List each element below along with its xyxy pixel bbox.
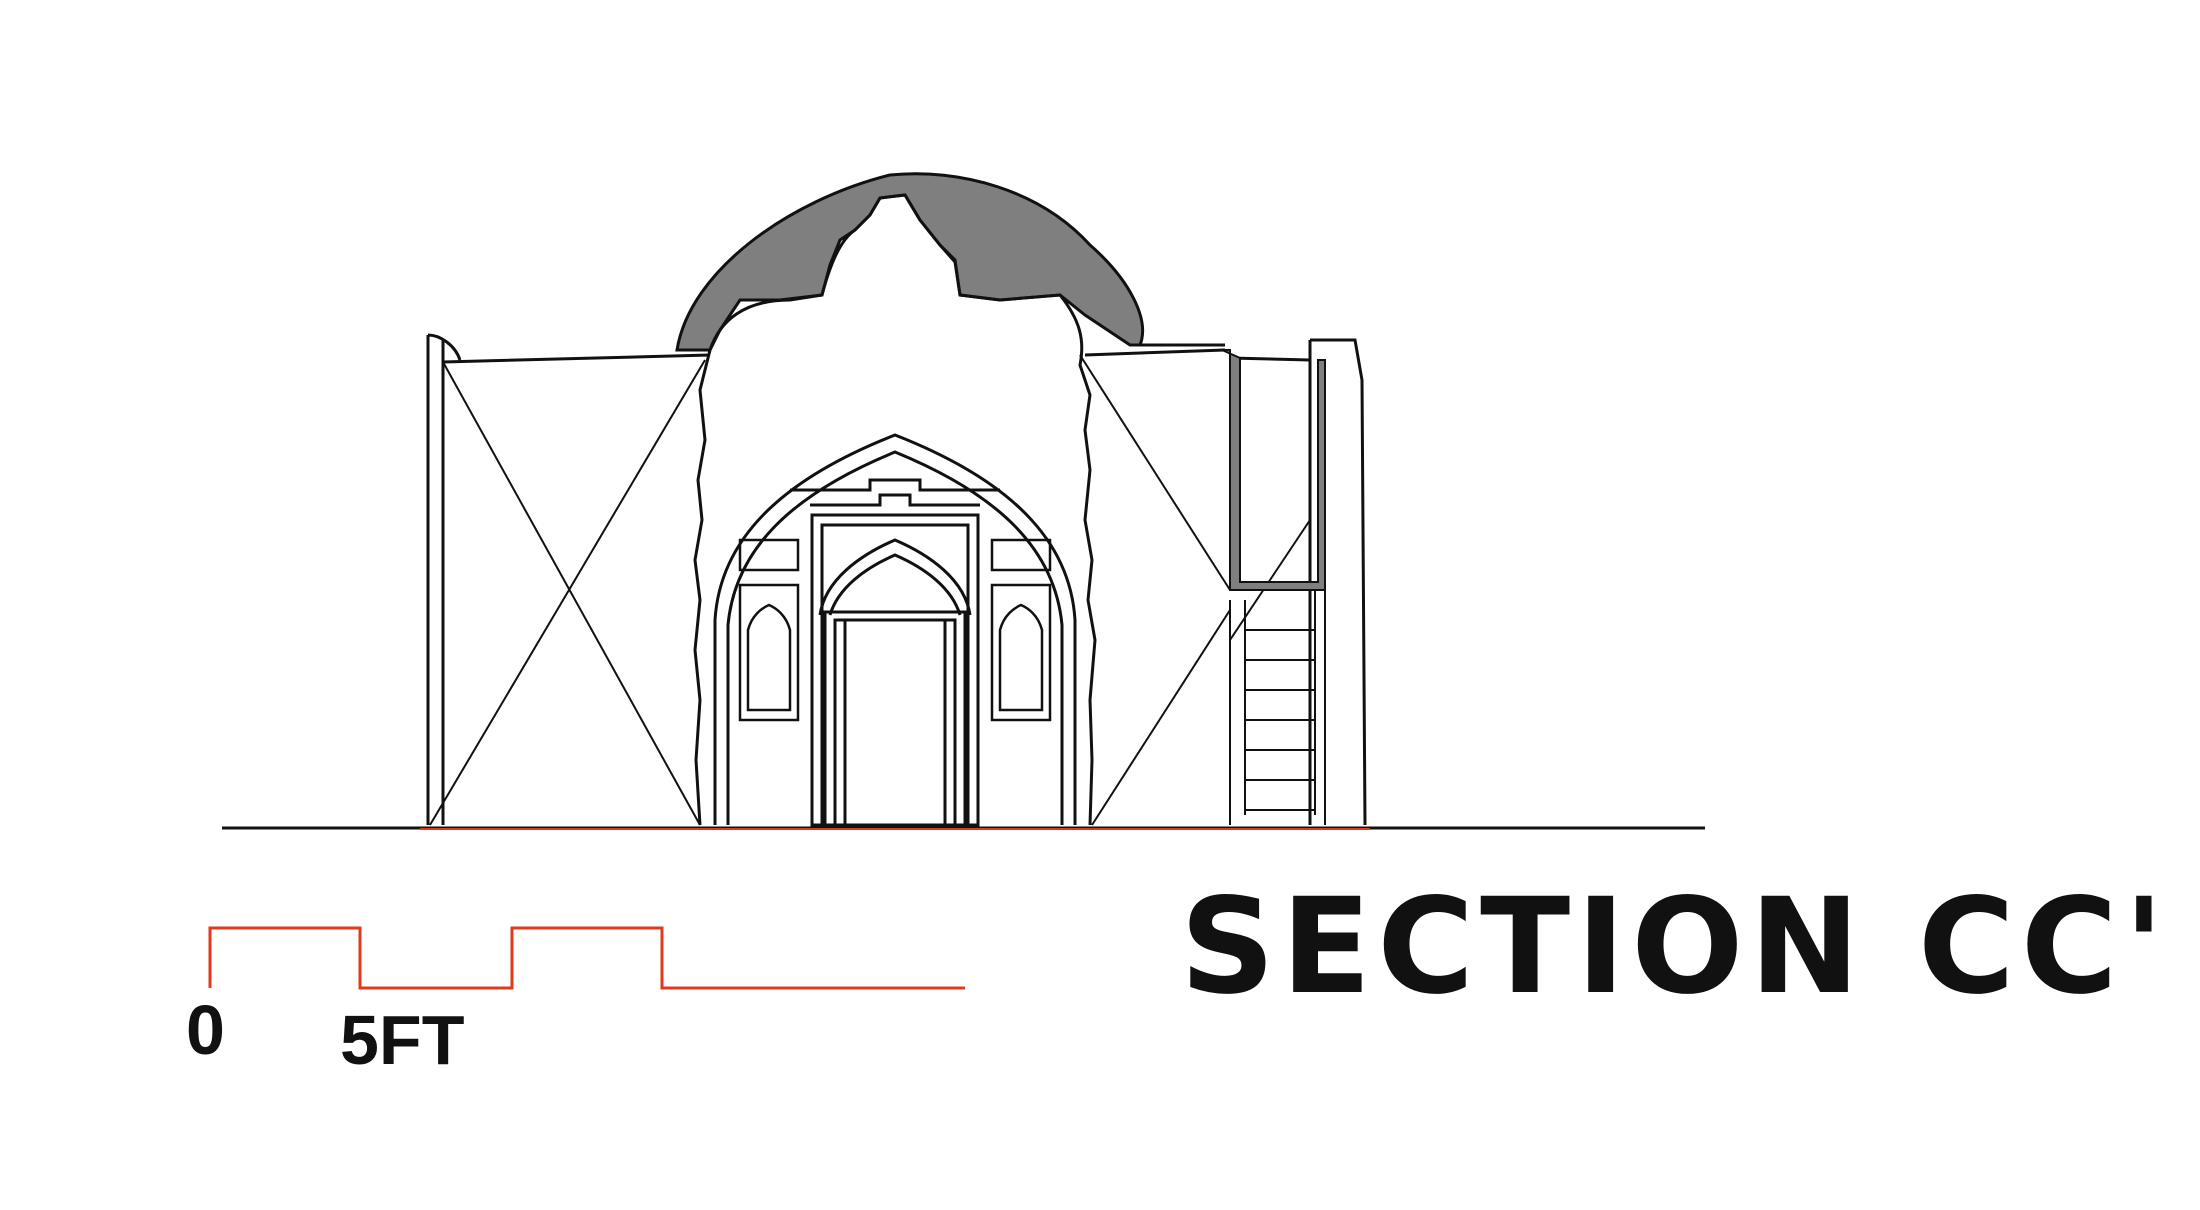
staircase [1229, 590, 1326, 825]
drawing-title: SECTION CC' [1180, 870, 2171, 1024]
right-bay-diagonals [1079, 354, 1311, 826]
scale-start-label: 0 [186, 991, 225, 1069]
central-iwan [713, 433, 1077, 825]
dome-section-poche [675, 172, 1225, 352]
left-pier-profile [693, 349, 712, 826]
side-niches [738, 538, 1052, 722]
left-wall [426, 333, 462, 825]
roof-line [442, 348, 1311, 364]
portal-panel [810, 513, 980, 827]
scale-bar [208, 926, 965, 990]
scale-mark-label: 5FT [340, 1001, 465, 1079]
upper-chamber [1221, 349, 1326, 591]
left-bay-diagonals [429, 359, 706, 826]
dome-inner-profile [708, 193, 1097, 826]
